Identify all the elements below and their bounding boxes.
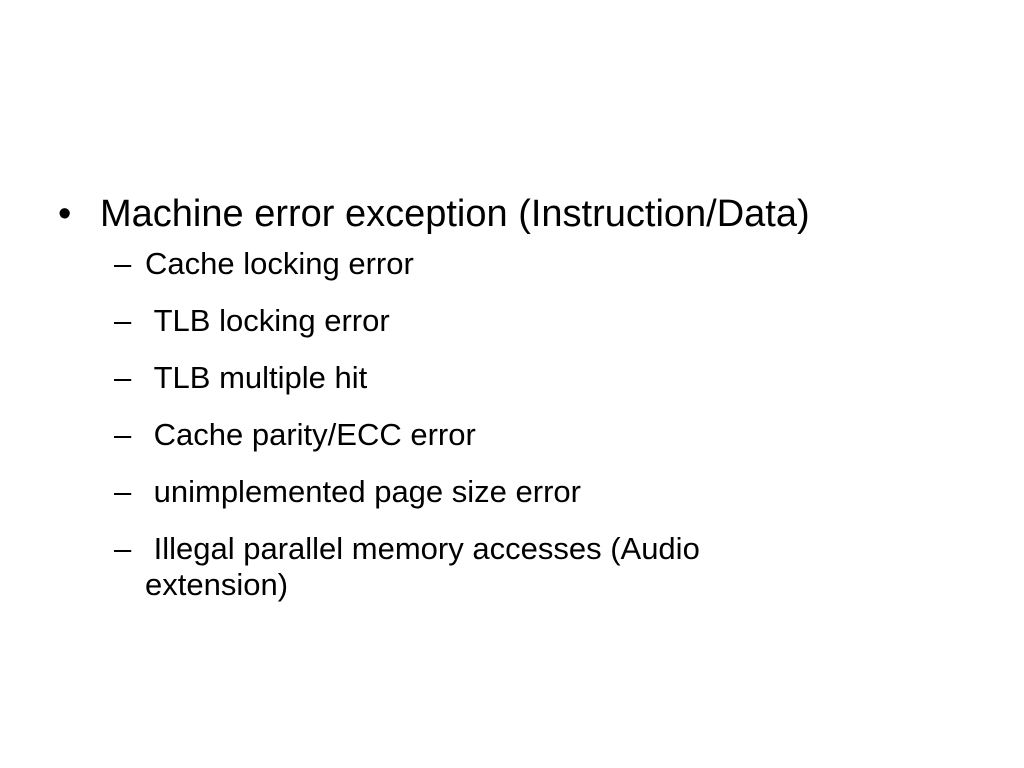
dash-marker: – [114, 303, 132, 338]
sub-bullet-text: Cache parity/ECC error [145, 417, 476, 452]
dash-marker: – [114, 360, 132, 395]
sub-bullet-list: – Cache locking error – TLB locking erro… [58, 246, 978, 603]
sub-bullet-text: Illegal parallel memory accesses (Audio … [145, 531, 709, 602]
dash-marker: – [114, 474, 132, 509]
sub-bullet-text: TLB locking error [145, 303, 390, 338]
dash-marker: – [114, 531, 132, 566]
sub-bullet-illegal-parallel-memory-accesses: – Illegal parallel memory accesses (Audi… [114, 531, 814, 603]
sub-bullet-text: Cache locking error [145, 246, 414, 281]
dash-marker: – [114, 246, 132, 281]
dash-marker: – [114, 417, 132, 452]
main-bullet: • Machine error exception (Instruction/D… [58, 190, 978, 238]
sub-bullet-unimplemented-page-size-error: – unimplemented page size error [114, 474, 814, 510]
slide-content: • Machine error exception (Instruction/D… [58, 190, 978, 624]
main-bullet-text: Machine error exception (Instruction/Dat… [100, 193, 810, 235]
sub-bullet-tlb-multiple-hit: – TLB multiple hit [114, 360, 814, 396]
sub-bullet-text: TLB multiple hit [145, 360, 368, 395]
sub-bullet-cache-locking-error: – Cache locking error [114, 246, 814, 282]
bullet-marker: • [58, 193, 72, 235]
sub-bullet-text: unimplemented page size error [145, 474, 581, 509]
sub-bullet-tlb-locking-error: – TLB locking error [114, 303, 814, 339]
sub-bullet-cache-parity-ecc-error: – Cache parity/ECC error [114, 417, 814, 453]
